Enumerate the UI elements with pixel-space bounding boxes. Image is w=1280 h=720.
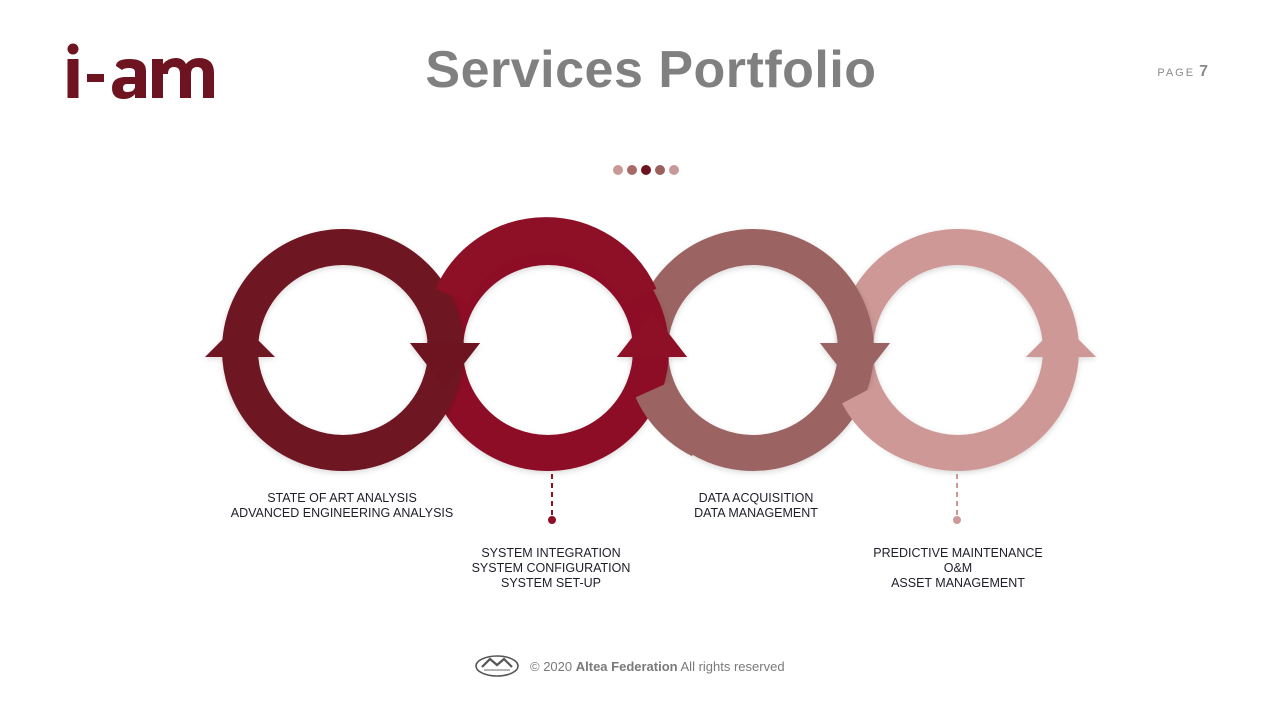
progress-dots: [613, 165, 679, 175]
altea-logo-icon: [475, 655, 519, 677]
iam-logo: [67, 43, 214, 99]
label-integration: SYSTEM INTEGRATION SYSTEM CONFIGURATION …: [431, 546, 671, 591]
label-integration-line-3: SYSTEM SET-UP: [500, 576, 602, 590]
footer-copyright: © 2020: [530, 658, 573, 674]
label-maintenance-line-3: ASSET MANAGEMENT: [891, 576, 1025, 590]
label-maintenance-line-1: PREDICTIVE MAINTENANCE: [873, 546, 1043, 560]
label-maintenance: PREDICTIVE MAINTENANCE O&M ASSET MANAGEM…: [838, 546, 1078, 591]
label-integration-line-2: SYSTEM CONFIGURATION: [471, 561, 631, 575]
footer-text: © 2020 Altea Federation All rights reser…: [530, 659, 785, 674]
dot-5: [669, 165, 679, 175]
ring-2-overlap: [435, 217, 657, 304]
dot-3: [641, 165, 651, 175]
dot-2: [627, 165, 637, 175]
connector-4: [953, 474, 961, 524]
label-analysis-line-2: ADVANCED ENGINEERING ANALYSIS: [230, 506, 454, 520]
page-number: 7: [1199, 63, 1208, 80]
label-analysis: STATE OF ART ANALYSIS ADVANCED ENGINEERI…: [222, 491, 462, 521]
dot-4: [655, 165, 665, 175]
footer: © 2020 Altea Federation All rights reser…: [474, 654, 785, 678]
page-title: Services Portfolio: [425, 41, 877, 99]
connector-2: [548, 474, 556, 524]
label-data: DATA ACQUISITION DATA MANAGEMENT: [636, 491, 876, 521]
ring-4-overlap: [842, 386, 926, 464]
label-integration-line-1: SYSTEM INTEGRATION: [481, 546, 621, 560]
label-maintenance-line-2: O&M: [943, 561, 973, 575]
label-analysis-line-1: STATE OF ART ANALYSIS: [267, 491, 417, 505]
page-label: PAGE: [1157, 67, 1196, 79]
dot-1: [613, 165, 623, 175]
footer-brand: Altea Federation: [575, 658, 678, 674]
label-data-line-1: DATA ACQUISITION: [698, 491, 814, 505]
footer-rights: All rights reserved: [680, 658, 785, 674]
ring-3-overlap: [635, 382, 709, 457]
label-data-line-2: DATA MANAGEMENT: [694, 506, 818, 520]
